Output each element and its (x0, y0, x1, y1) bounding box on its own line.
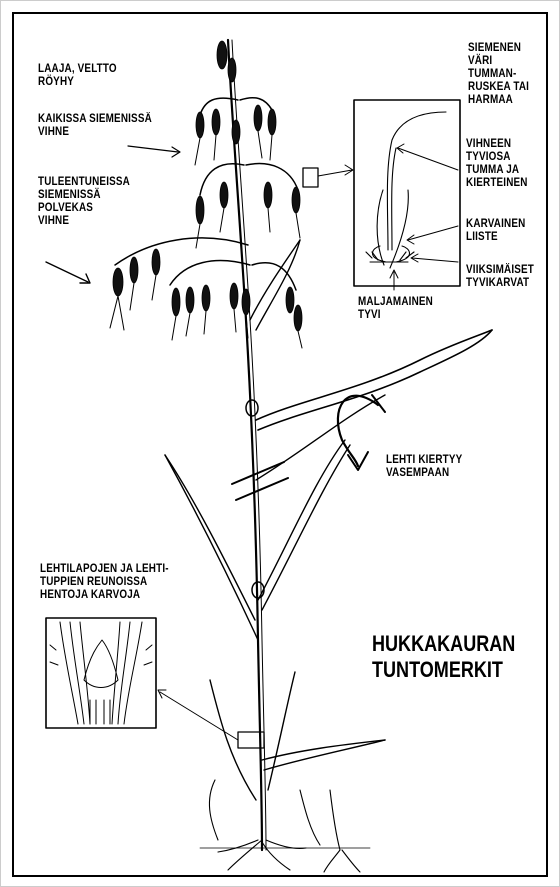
leaf-base-detail-drawing (50, 622, 152, 724)
twist-arrow-tail (372, 395, 385, 412)
callout-arrow (318, 170, 352, 176)
panicle-branch (170, 261, 250, 285)
long-leaf (165, 455, 258, 640)
roots (209, 780, 360, 872)
long-leaf (210, 680, 256, 800)
label-arrow (46, 262, 88, 282)
panicle-branch (246, 164, 298, 190)
long-leaf (262, 740, 385, 760)
label-leaf-hairs: LEHTILAPOJEN JA LEHTI- TUPPIEN REUNOISSA… (40, 563, 169, 602)
label-awn-mature: TULEENTUNEISSA SIEMENISSÄ POLVEKAS VIHNE (38, 176, 130, 228)
label-base-hairs: VIIKSIMÄISET TYVIKARVAT (466, 264, 534, 290)
cut-mark (236, 478, 288, 500)
long-leaf (268, 672, 295, 790)
label-awn-all: KAIKISSA SIEMENISSÄ VIHNE (38, 113, 152, 139)
seed-detail-arrows (390, 144, 458, 290)
long-leaf (262, 445, 350, 610)
label-lemma: KARVAINEN LIISTE (466, 218, 525, 244)
main-stem (228, 40, 262, 850)
label-awn-base: VIHNEEN TYVIOSA TUMMA JA KIERTEINEN (466, 138, 528, 190)
spikelet-callout-box (303, 168, 318, 187)
long-leaf (258, 440, 345, 600)
label-panicle: LAAJA, VELTTO RÖYHY (38, 63, 117, 89)
label-arrow (128, 146, 178, 152)
seed-detail-drawing (366, 112, 446, 268)
diagram-title: HUKKAKAURAN TUNTOMERKIT (372, 631, 515, 683)
callout-arrow (160, 692, 238, 740)
label-seed-color: SIEMENEN VÄRI TUMMAN- RUSKEA TAI HARMAA (468, 42, 529, 107)
awns (110, 131, 302, 348)
label-leaf-twist: LEHTI KIERTYY VASEMPAAN (386, 454, 462, 480)
label-cup-base: MALJAMAINEN TYVI (358, 296, 433, 322)
callout-arrow-head (158, 690, 166, 698)
spikelets (113, 41, 302, 331)
upper-leaf (256, 330, 492, 420)
